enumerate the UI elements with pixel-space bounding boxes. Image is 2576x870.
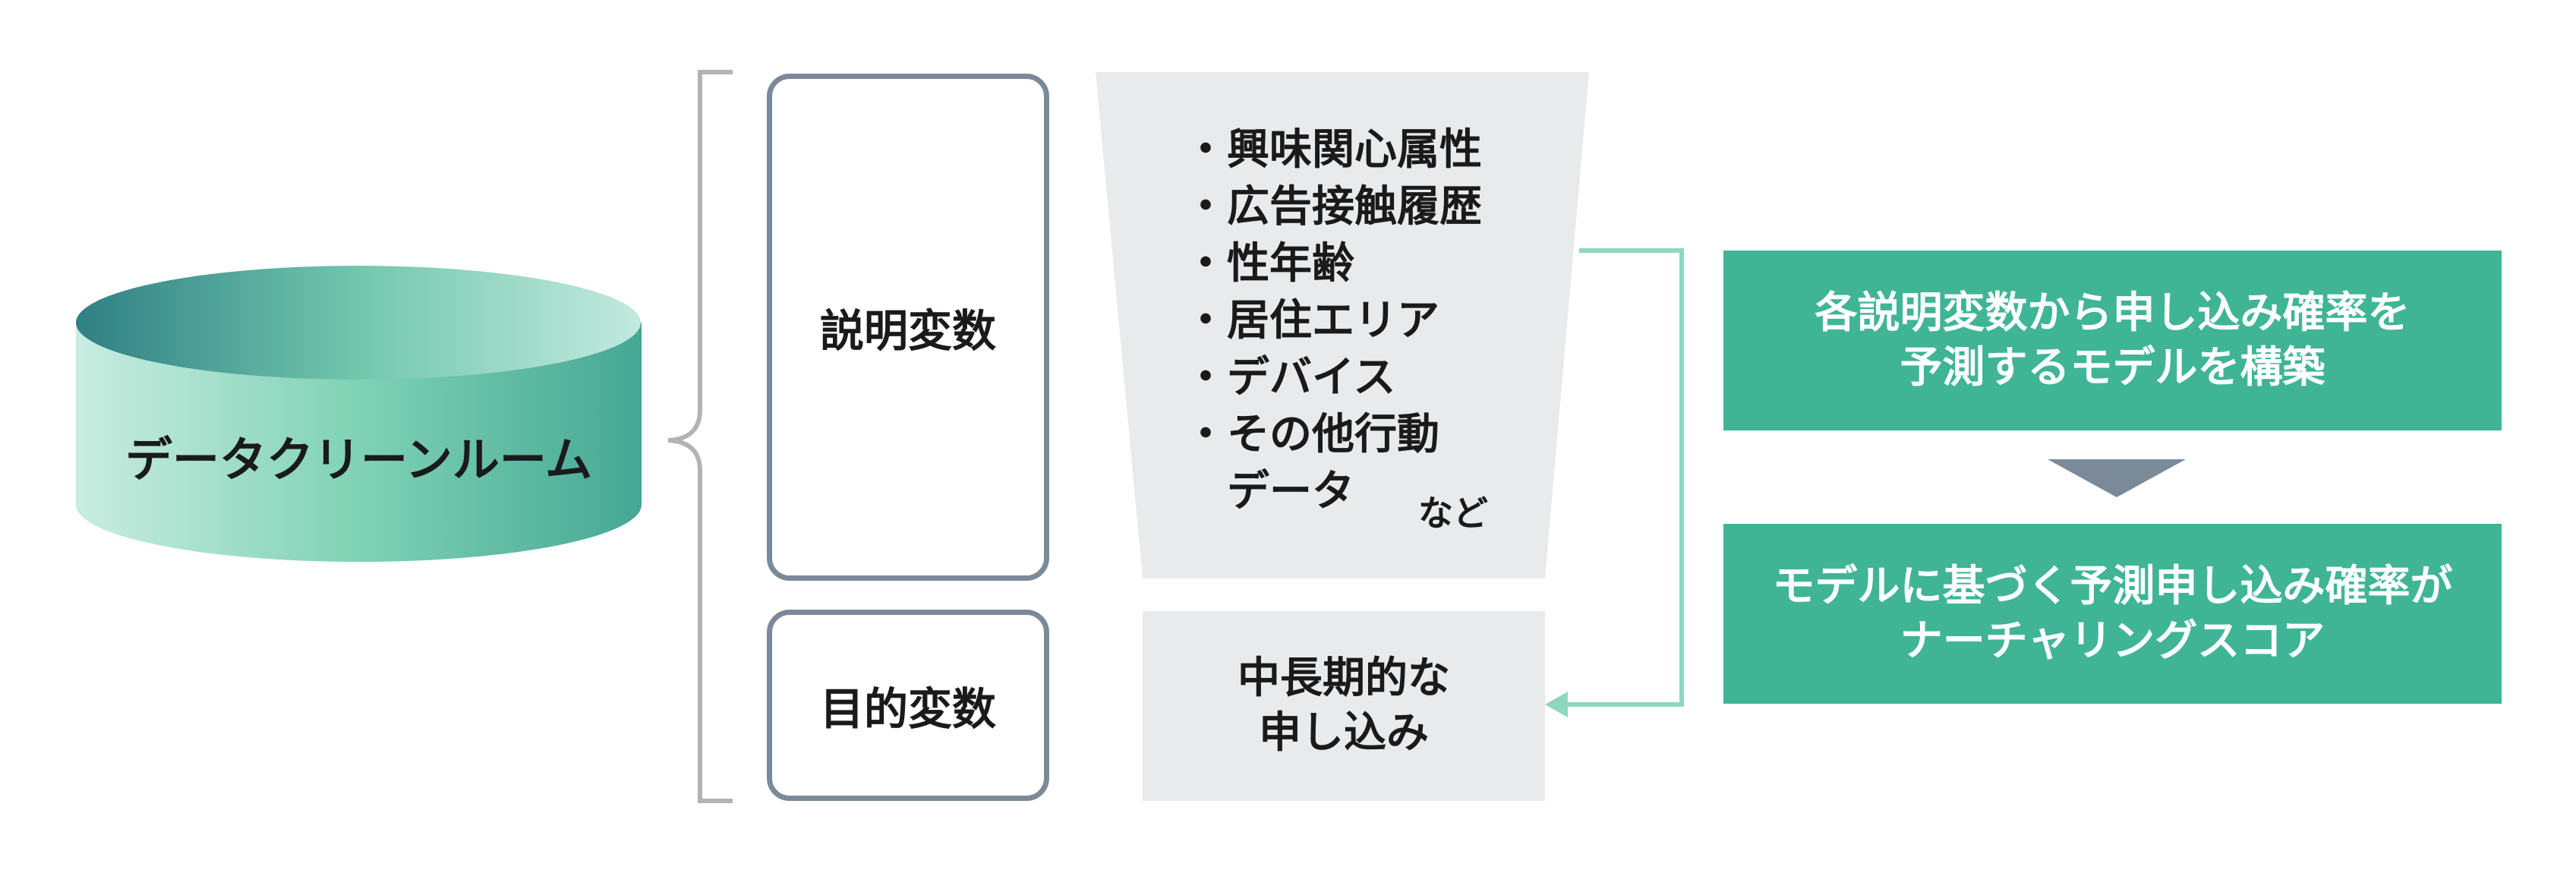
database-cylinder-icon [76,266,642,563]
explanatory-variables-label: 説明変数 [819,305,996,357]
list-item: ・デバイス [1184,353,1396,402]
list-item: ・居住エリア [1184,296,1439,345]
connector-arrowhead-icon [1545,692,1568,717]
data-clean-room-label: データクリーンルーム [125,432,593,487]
list-item: ・興味関心属性 [1184,125,1482,175]
target-variable-box: 目的変数 [767,610,1049,801]
model-step-line2: 予測するモデルを構築 [1900,342,2325,392]
down-arrow-icon [2048,459,2186,497]
list-item: データ [1184,467,1354,516]
score-step-line2: ナーチャリングスコア [1900,616,2325,666]
model-building-step: 各説明変数から申し込み確率を 予測するモデルを構築 [1723,251,2502,430]
list-note: など [1418,493,1488,534]
target-value-line2: 申し込み [1259,708,1429,758]
list-item: ・広告接触履歴 [1184,182,1482,232]
score-step-line1: モデルに基づく予測申し込み確率が [1772,561,2453,611]
explanatory-values-panel [1096,72,1589,578]
feedback-connector [1564,248,1684,707]
explanatory-variables-box: 説明変数 [767,74,1049,581]
model-step-line1: 各説明変数から申し込み確率を [1815,288,2410,338]
list-item: ・その他行動 [1184,410,1439,459]
target-variable-label: 目的変数 [819,683,996,735]
explanatory-variable-list: ・興味関心属性 ・広告接触履歴 ・性年齢 ・居住エリア ・デバイス ・その他行動… [1184,121,1482,520]
target-value-panel: 中長期的な 申し込み [1143,611,1545,801]
target-value-line1: 中長期的な [1238,654,1450,703]
list-item: ・性年齢 [1184,239,1354,288]
grouping-brace [667,70,733,803]
nurturing-score-step: モデルに基づく予測申し込み確率が ナーチャリングスコア [1723,524,2502,704]
